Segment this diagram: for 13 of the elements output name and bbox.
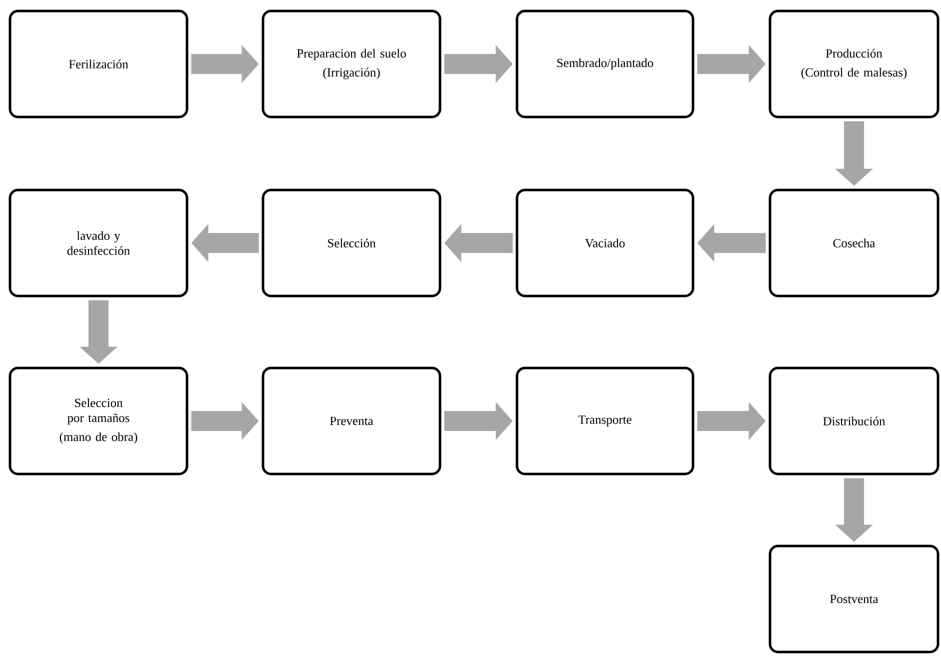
- process-box: Ferilización: [8, 10, 188, 118]
- process-box: Sembrado/plantado: [516, 10, 694, 118]
- process-box: lavado y desinfección: [8, 188, 188, 298]
- process-box: Transporte: [516, 366, 694, 476]
- process-box: Seleccion por tamaños (mano de obra): [8, 366, 188, 476]
- process-box: Distribución: [768, 366, 940, 476]
- process-box: Postventa: [768, 544, 940, 654]
- process-box: Cosecha: [768, 188, 940, 298]
- process-box: Producción (Control de malesas): [768, 10, 940, 118]
- process-box: Vaciado: [516, 188, 694, 298]
- process-box: Selección: [262, 188, 442, 298]
- process-box: Preparacion del suelo (Irrigación): [262, 10, 442, 118]
- process-box: Preventa: [262, 366, 442, 476]
